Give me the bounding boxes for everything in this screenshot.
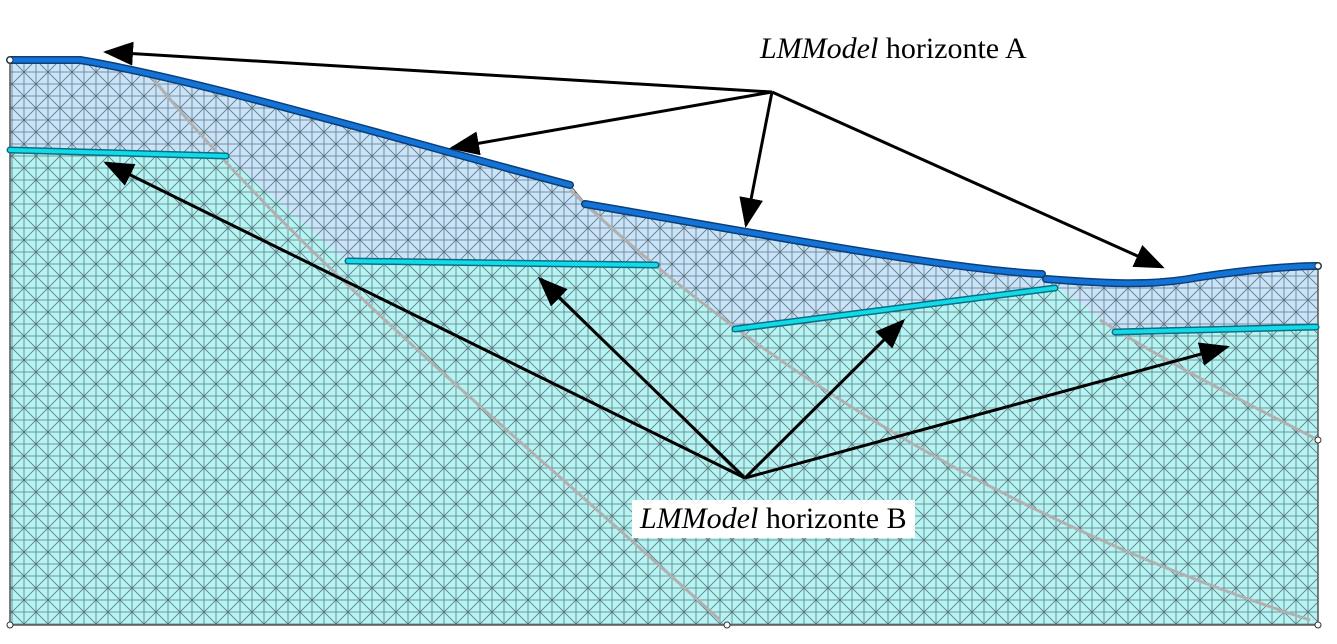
arrow-b-3 xyxy=(743,318,906,480)
horizon-a-segment-1-fill xyxy=(7,57,573,188)
node-bottom-right xyxy=(1314,621,1322,629)
arrow-a-1 xyxy=(103,41,773,94)
horizon-b-arrows xyxy=(103,161,1230,480)
horizon-b-label-text: horizonte B xyxy=(758,502,907,535)
horizon-a-label: LMModel horizonte A xyxy=(752,30,1035,68)
node-top-left xyxy=(6,56,14,64)
horizon-a-segment-2-fill xyxy=(582,201,1045,277)
arrow-a-4 xyxy=(771,90,1165,269)
horizon-b-label-model: LMModel xyxy=(640,502,759,535)
arrow-b-4 xyxy=(744,342,1230,480)
horizon-b-segment-4-fill xyxy=(1113,325,1318,334)
node-right-mid xyxy=(1314,436,1322,444)
material-boundary-line-3 xyxy=(1099,318,1319,442)
horizon-b-label: LMModel horizonte B xyxy=(632,500,915,538)
horizon-b-segment-2-fill xyxy=(346,259,658,267)
horizon-b-segment-1-fill xyxy=(8,148,228,158)
boundary-nodes xyxy=(6,56,1322,629)
horizon-b-group xyxy=(6,146,1320,336)
arrow-a-2 xyxy=(449,90,773,156)
horizon-a-label-text: horizonte A xyxy=(878,32,1027,65)
arrow-b-1 xyxy=(103,161,746,480)
horizon-a-arrows xyxy=(103,41,1165,269)
model-border xyxy=(9,60,1319,626)
node-bottom-left xyxy=(6,621,14,629)
finite-element-mesh xyxy=(10,60,1318,625)
horizon-b-segment-3-fill xyxy=(733,286,1057,331)
arrow-a-3 xyxy=(739,91,774,228)
node-right-top xyxy=(1314,262,1322,270)
horizon-a-segment-3-fill xyxy=(1043,263,1321,286)
horizon-a-label-model: LMModel xyxy=(760,32,879,65)
node-bottom-mid xyxy=(723,621,731,629)
arrow-b-2 xyxy=(537,276,747,480)
horizon-a-group xyxy=(6,56,1322,288)
